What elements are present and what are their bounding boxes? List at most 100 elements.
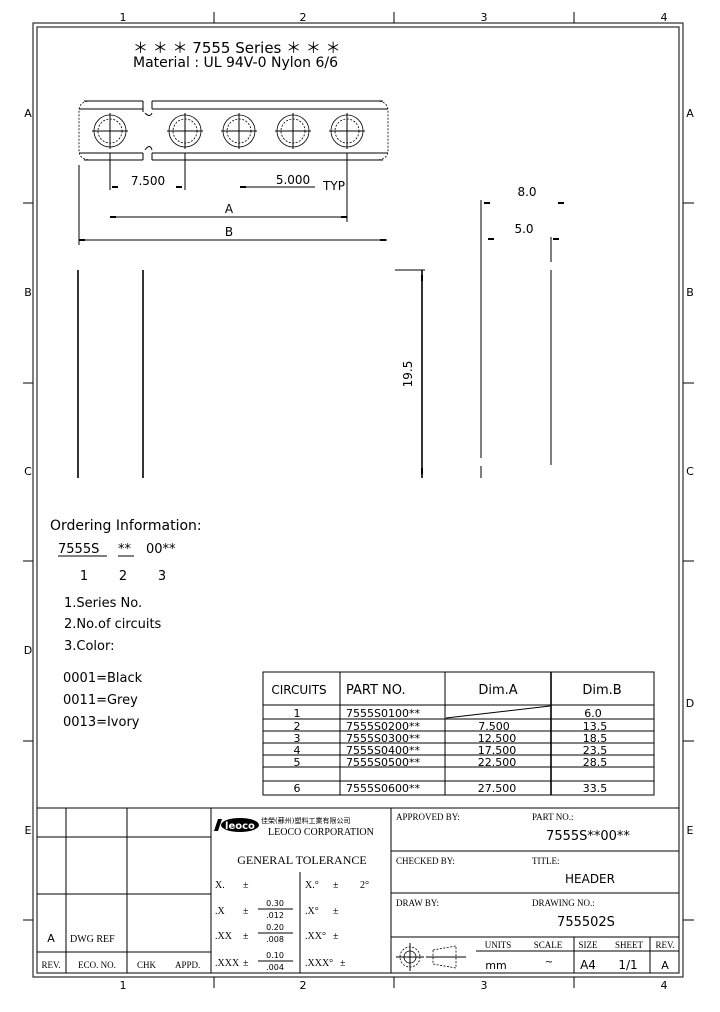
- general-tolerance-title: GENERAL TOLERANCE: [237, 853, 366, 867]
- sheet-label: SHEET: [615, 940, 644, 950]
- table-cell-part-no: 7555S0300**: [346, 732, 420, 745]
- rev-header: REV.: [41, 960, 60, 970]
- row-label-c-left: C: [24, 465, 32, 478]
- tol-ang-dxx-sign: ±: [333, 931, 339, 942]
- scale-value: ~: [545, 957, 553, 968]
- pin-3: [221, 113, 257, 149]
- tol-ang-dxx-label: .XX°: [305, 931, 326, 942]
- table-row: 2 7555S0200** 7.500 13.5: [294, 720, 608, 733]
- tol-dxxx-inch: .004: [266, 963, 284, 972]
- tol-dxxx-sign: ±: [243, 958, 249, 969]
- color-option-grey: 0011=Grey: [63, 693, 138, 708]
- tol-dx-mm: 0.30: [266, 899, 284, 908]
- side-view: 8.0 5.0 19.5: [395, 185, 564, 478]
- tol-dx-sign: ±: [243, 906, 249, 917]
- ordering-code-circuits: **: [118, 542, 132, 557]
- tol-dx-inch: .012: [266, 911, 284, 920]
- col-label-4-bottom: 4: [661, 979, 668, 992]
- tol-ang-x-value: 2°: [360, 880, 369, 891]
- tol-x-sign: ±: [243, 880, 249, 891]
- sheet-value: 1/1: [618, 958, 637, 972]
- eco-no-header: ECO. NO.: [78, 960, 116, 970]
- tol-dxxx-label: .XXX: [215, 958, 240, 969]
- units-label: UNITS: [485, 940, 512, 950]
- rev-symbol: A: [47, 932, 55, 945]
- third-angle-projection-icon: [396, 943, 466, 971]
- appd-header: APPD.: [175, 960, 200, 970]
- color-option-black: 0001=Black: [63, 671, 143, 686]
- row-label-a-left: A: [24, 107, 32, 120]
- dim-pitch-first: 7.500: [131, 174, 165, 188]
- table-cell-dim-a: 7.500: [478, 720, 510, 733]
- row-label-e-left: E: [25, 824, 32, 837]
- table-row: 1 7555S0100** 6.0: [294, 707, 602, 720]
- table-cell-dim-a: 22.500: [478, 756, 517, 769]
- row-label-c-right: C: [686, 465, 694, 478]
- table-row: 6 7555S0600** 27.500 33.5: [294, 782, 608, 795]
- table-cell-part-no: 7555S0400**: [346, 744, 420, 757]
- tol-ang-dxxx-label: .XXX°: [305, 958, 333, 969]
- drawing-frame: 1 2 3 4 1 2 3 4 A B C D E A B C D E: [23, 11, 694, 992]
- col-label-4-top: 4: [661, 11, 668, 24]
- pin-4: [275, 113, 311, 149]
- table-row: 4 7555S0400** 17.500 23.5: [294, 744, 608, 757]
- drawing-no-label: DRAWING NO.:: [532, 898, 595, 908]
- table-cell-part-no: 7555S0200**: [346, 720, 420, 733]
- table-cell-dim-b: 23.5: [583, 744, 608, 757]
- ordering-code-color: 00**: [146, 542, 176, 557]
- checked-by-label: CHECKED BY:: [396, 856, 455, 866]
- ordering-index-2: 2: [119, 569, 127, 584]
- top-view-dimensions: 7.500 5.000 TYP A B: [78, 153, 387, 245]
- table-cell-circuits: 3: [294, 732, 301, 745]
- rev-label: REV.: [655, 940, 674, 950]
- scale-label: SCALE: [534, 940, 563, 950]
- material-note: Material : UL 94V-0 Nylon 6/6: [133, 55, 338, 71]
- leoco-logo: leoco: [214, 818, 259, 832]
- col-label-1-bottom: 1: [120, 979, 127, 992]
- table-cell-dim-b: 13.5: [583, 720, 608, 733]
- connector-top-view: [78, 100, 389, 161]
- row-label-d-left: D: [24, 644, 32, 657]
- tol-dxxx-mm: 0.10: [266, 951, 284, 960]
- table-cell-part-no: 7555S0600**: [346, 782, 420, 795]
- tol-dxx-sign: ±: [243, 931, 249, 942]
- col-label-2-top: 2: [300, 11, 307, 24]
- col-label-1-top: 1: [120, 11, 127, 24]
- rev-value: A: [661, 959, 669, 972]
- tol-ang-x-label: X.°: [305, 880, 319, 891]
- dim-height: 19.5: [401, 361, 415, 388]
- table-cell-circuits: 1: [294, 707, 301, 720]
- dwg-ref: DWG REF: [70, 934, 115, 945]
- linear-tolerances: X. ± .X ± 0.30 .012 .XX ± 0.20 .008 .XXX…: [215, 880, 293, 972]
- title-block: A DWG REF REV. ECO. NO. CHK APPD. leoco …: [37, 807, 679, 973]
- company-name-english: LEOCO CORPORATION: [268, 827, 374, 838]
- tol-ang-x-sign: ±: [333, 880, 339, 891]
- table-cell-circuits: 6: [294, 782, 301, 795]
- pin-5: [329, 113, 365, 149]
- size-value: A4: [580, 958, 596, 972]
- tol-dxx-inch: .008: [266, 935, 284, 944]
- ordering-index-1: 1: [80, 569, 88, 584]
- ordering-title: Ordering Information:: [50, 518, 202, 534]
- col-label-3-bottom: 3: [481, 979, 488, 992]
- company-name-chinese: 佳榮(蘇州)塑料工業有限公司: [261, 816, 350, 825]
- logo-text: leoco: [225, 821, 255, 832]
- approved-by-label: APPROVED BY:: [396, 812, 460, 822]
- row-label-b-left: B: [24, 286, 32, 299]
- tol-ang-dx-sign: ±: [333, 906, 339, 917]
- table-cell-dim-b: 18.5: [583, 732, 608, 745]
- table-cell-dim-a: 27.500: [478, 782, 517, 795]
- ordering-index-3: 3: [158, 569, 166, 584]
- part-no-label: PART NO.:: [532, 812, 573, 822]
- col-label-2-bottom: 2: [300, 979, 307, 992]
- table-row: 3 7555S0300** 12.500 18.5: [294, 732, 608, 745]
- table-cell-circuits: 2: [294, 720, 301, 733]
- table-header-part-no: PART NO.: [346, 683, 406, 698]
- table-cell-part-no: 7555S0500**: [346, 756, 420, 769]
- ordering-code-series: 7555S: [58, 542, 99, 557]
- table-cell-dim-a: 17.500: [478, 744, 517, 757]
- tol-dxx-mm: 0.20: [266, 923, 284, 932]
- ordering-legend-2: 2.No.of circuits: [64, 617, 162, 632]
- part-no-value: 7555S**00**: [546, 829, 630, 844]
- color-option-ivory: 0013=Ivory: [63, 715, 140, 730]
